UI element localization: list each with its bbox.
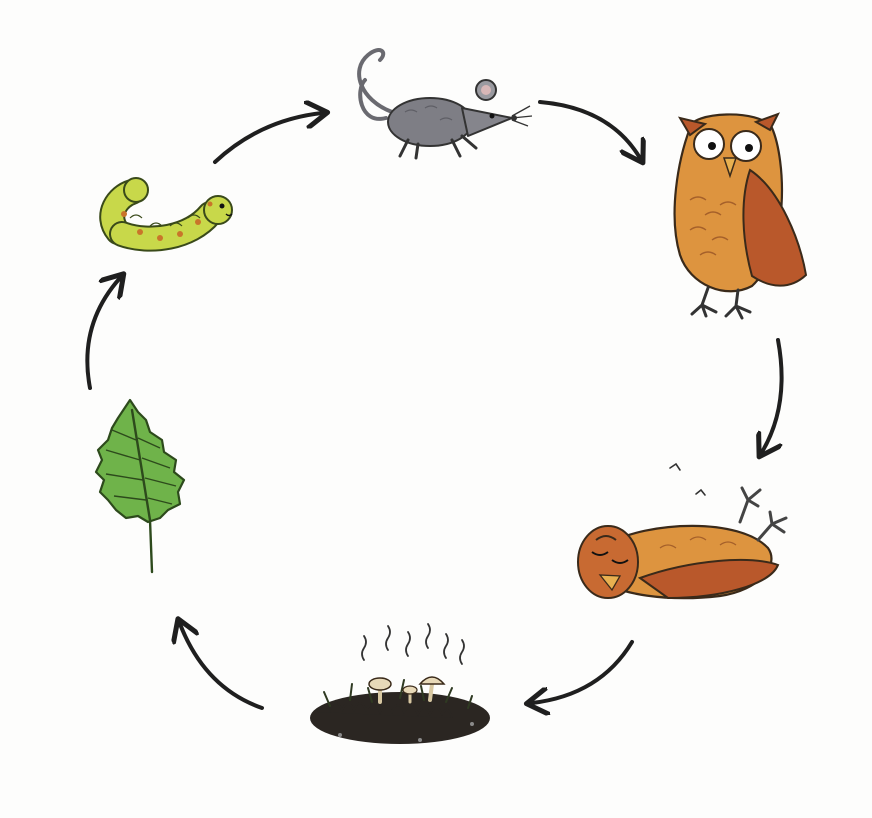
arrow-mouse-to-owl bbox=[538, 100, 640, 158]
arrow-leaf-to-caterpillar bbox=[85, 278, 120, 390]
cycle-arrows bbox=[85, 100, 784, 710]
arrow-owl-to-dead-owl bbox=[762, 338, 784, 452]
leaf-icon bbox=[94, 398, 186, 574]
arrow-caterpillar-to-mouse bbox=[213, 113, 322, 164]
owl-icon bbox=[673, 112, 808, 320]
mouse-icon bbox=[357, 48, 533, 160]
dead-owl-icon bbox=[577, 462, 788, 600]
odor-lines bbox=[361, 623, 465, 665]
arrow-dead-owl-to-soil bbox=[532, 640, 634, 703]
caterpillar-spots bbox=[121, 201, 213, 241]
soil-fungi-icon bbox=[310, 623, 490, 744]
caterpillar-icon bbox=[99, 177, 233, 252]
arrow-soil-to-leaf bbox=[180, 624, 264, 710]
